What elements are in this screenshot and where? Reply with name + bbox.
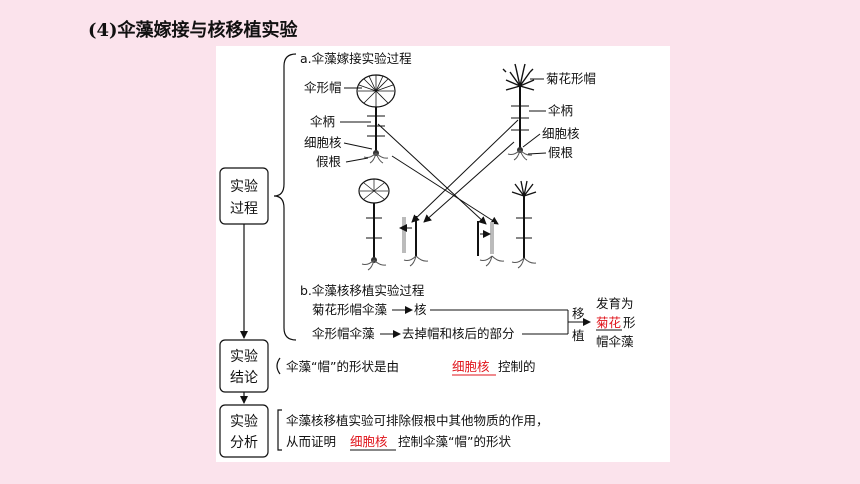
grafted-umbrella-alga: [358, 178, 390, 271]
analysis-line2-before: 从而证明: [286, 434, 336, 449]
experiment-diagram-panel: 实验 过程 实验 结论 实验 分析 a.伞藻嫁接实验过程: [216, 46, 670, 462]
analysis-line1: 伞藻核移植实验可排除假根中其他物质的作用，: [286, 413, 549, 428]
box-conclusion: 实验 结论: [219, 339, 269, 393]
stalk-fragment-right: [477, 221, 505, 267]
svg-text:结论: 结论: [230, 370, 258, 386]
analysis-highlight: 细胞核: [350, 434, 388, 449]
conclusion-brace: [276, 357, 281, 375]
analysis-bracket: [277, 409, 282, 451]
conclusion-text-before: 伞藻“帽”的形状是由: [286, 359, 399, 374]
outcome-after: 形: [623, 315, 636, 330]
box-process: 实验 过程: [219, 167, 269, 225]
page-title: (4)伞藻嫁接与核移植实验: [88, 20, 298, 41]
conclusion-text-after: 控制的: [498, 359, 536, 374]
svg-text:细胞核: 细胞核: [304, 135, 342, 150]
conclusion-highlight: 细胞核: [452, 359, 490, 374]
row1-text: 菊花形帽伞藻: [312, 302, 388, 317]
row2-text: 伞形帽伞藻: [312, 326, 375, 341]
svg-text:伞形帽: 伞形帽: [304, 80, 342, 95]
grafted-chrysanthemum-alga: [511, 180, 537, 269]
outcome-line1: 发育为: [596, 296, 634, 311]
graft-arrows: [377, 119, 519, 225]
svg-text:细胞核: 细胞核: [542, 126, 580, 141]
section-a-heading: a.伞藻嫁接实验过程: [300, 51, 412, 66]
analysis-line2-after: 控制伞藻“帽”的形状: [398, 434, 511, 449]
transplant-label-2: 植: [572, 328, 585, 343]
outcome-red: 菊花: [596, 315, 621, 330]
transplant-label-1: 移: [572, 306, 585, 321]
section-b-heading: b.伞藻核移植实验过程: [300, 283, 425, 298]
svg-text:实验: 实验: [230, 179, 258, 195]
experiment-diagram: 实验 过程 实验 结论 实验 分析 a.伞藻嫁接实验过程: [219, 51, 636, 458]
outcome-line3: 帽伞藻: [596, 334, 634, 349]
box-analysis: 实验 分析: [219, 404, 269, 458]
chrysanthemum-cap-alga: [502, 63, 535, 161]
svg-text:菊花形帽: 菊花形帽: [546, 71, 596, 86]
svg-text:过程: 过程: [230, 201, 258, 217]
row1-result: 核: [414, 302, 427, 317]
svg-text:伞柄: 伞柄: [310, 114, 335, 129]
svg-text:假根: 假根: [548, 145, 574, 160]
left-labels: 伞形帽 伞柄 细胞核 假根: [304, 80, 373, 169]
svg-text:伞柄: 伞柄: [548, 103, 573, 118]
process-brace: [273, 53, 297, 341]
svg-text:假根: 假根: [316, 154, 342, 169]
svg-text:分析: 分析: [230, 435, 258, 451]
svg-text:实验: 实验: [230, 349, 258, 365]
row2-result: 去掉帽和核后的部分: [402, 326, 515, 341]
right-labels: 菊花形帽 伞柄 细胞核 假根: [522, 71, 596, 160]
stalk-fragment-left: [399, 216, 429, 267]
svg-text:实验: 实验: [230, 414, 258, 430]
umbrella-cap-alga: [356, 74, 396, 164]
